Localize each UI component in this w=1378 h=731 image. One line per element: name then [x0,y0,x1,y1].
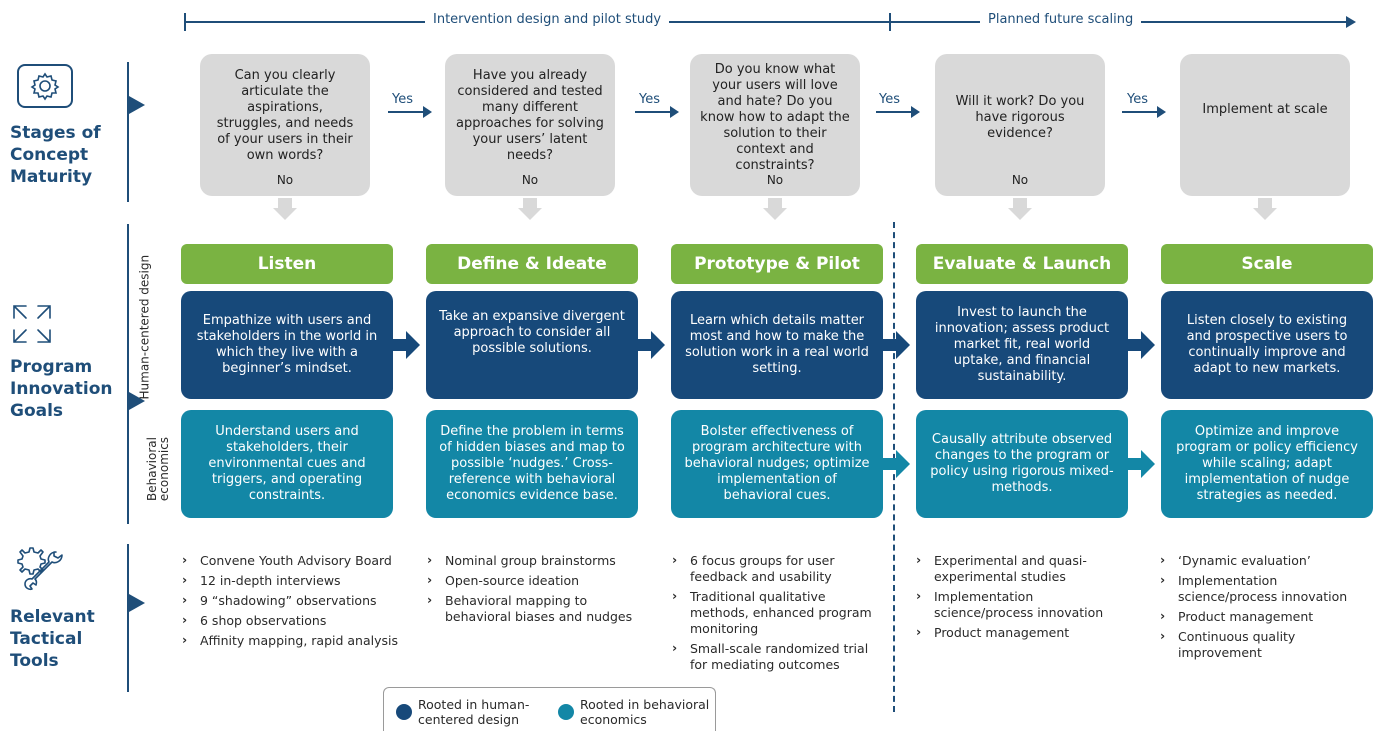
stage-listen: Listen [181,244,393,284]
section-bar-goals [127,224,129,524]
list-item: Behavioral mapping to behavioral biases … [425,592,640,625]
legend-dot-be [558,704,574,720]
goal-text: Listen closely to existing and prospecti… [1186,313,1348,376]
hcd-goal-5: Listen closely to existing and prospecti… [1161,291,1373,399]
list-item: Traditional qualitative methods, enhance… [670,588,880,637]
list-item: Affinity mapping, rapid analysis [180,632,405,649]
legend-label-be: Rooted in behavioral economics [580,697,710,727]
legend-dot-hcd [396,704,412,720]
list-item: Small-scale randomized trial for mediati… [670,640,880,673]
yes-arrow-3 [876,106,920,118]
stage-evaluate-launch: Evaluate & Launch [916,244,1128,284]
yes-label-4: Yes [1127,92,1148,107]
hcd-goal-1: Empathize with users and stakeholders in… [181,291,393,399]
question-box-5: Implement at scale [1180,54,1350,196]
goal-text: Causally attribute observed changes to t… [930,432,1114,495]
phase-pilot-label: Intervention design and pilot study [425,12,670,27]
list-item: Continuous quality improvement [1158,628,1358,661]
stage-prototype-pilot: Prototype & Pilot [671,244,883,284]
question-box-3: Do you know what your users will love an… [690,54,860,196]
row-label-be: Behavioral economics [145,436,171,502]
question-box-1: Can you clearly articulate the aspiratio… [200,54,370,196]
list-item: 6 focus groups for user feedback and usa… [670,552,880,585]
section-bar-concept [127,62,129,202]
section-pointer-goals [129,392,145,410]
list-item: Convene Youth Advisory Board [180,552,405,569]
list-item: Nominal group brainstorms [425,552,640,569]
list-item: Experimental and quasi-experimental stud… [914,552,1114,585]
tools-icon [16,544,66,594]
no-label: No [1011,173,1029,187]
goal-text: Define the problem in terms of hidden bi… [439,424,625,503]
question-text: Have you already considered and tested m… [456,68,604,163]
legend: Rooted in human-centered design Rooted i… [383,687,716,731]
phase-scaling-label: Planned future scaling [980,12,1142,27]
gear-icon [17,64,73,108]
question-text: Implement at scale [1202,102,1328,117]
stage-define-ideate: Define & Ideate [426,244,638,284]
hcd-goal-3: Learn which details matter most and how … [671,291,883,399]
no-label: No [521,173,539,187]
yes-label-2: Yes [639,92,660,107]
question-box-4: Will it work? Do you have rigorous evide… [935,54,1105,196]
question-text: Can you clearly articulate the aspiratio… [216,68,354,163]
list-item: 9 “shadowing” observations [180,592,405,609]
goal-text: Learn which details matter most and how … [685,313,869,376]
list-item: 6 shop observations [180,612,405,629]
question-text: Will it work? Do you have rigorous evide… [955,94,1085,141]
be-goal-5: Optimize and improve program or policy e… [1161,410,1373,518]
goal-text: Invest to launch the innovation; assess … [934,305,1110,384]
tools-list-scale: ‘Dynamic evaluation’ Implementation scie… [1158,552,1358,665]
goal-text: Optimize and improve program or policy e… [1176,424,1358,503]
list-item: Open-source ideation [425,572,640,589]
no-label: No [276,173,294,187]
question-box-2: Have you already considered and tested m… [445,54,615,196]
list-item: Implementation science/process innovatio… [914,588,1114,621]
yes-label-3: Yes [879,92,900,107]
be-goal-3: Bolster effectiveness of program archite… [671,410,883,518]
tools-list-prototype: 6 focus groups for user feedback and usa… [670,552,880,677]
expand-arrows-icon [10,302,54,346]
list-item: Product management [914,624,1114,641]
goal-text: Understand users and stakeholders, their… [208,424,366,503]
row-label-hcd: Human-centered design [137,254,152,400]
legend-label-hcd: Rooted in human-centered design [418,697,530,727]
list-item: 12 in-depth interviews [180,572,405,589]
tools-list-evaluate: Experimental and quasi-experimental stud… [914,552,1114,645]
be-goal-2: Define the problem in terms of hidden bi… [426,410,638,518]
section-title-tools: Relevant Tactical Tools [10,607,95,671]
section-title-concept: Stages of Concept Maturity [10,123,101,187]
list-item: Implementation science/process innovatio… [1158,572,1358,605]
goal-text: Empathize with users and stakeholders in… [196,313,378,376]
be-goal-1: Understand users and stakeholders, their… [181,410,393,518]
no-label: No [766,173,784,187]
goal-text: Take an expansive divergent approach to … [439,309,625,356]
section-pointer-tools [129,594,145,612]
section-title-goals: Program Innovation Goals [10,357,113,421]
question-text: Do you know what your users will love an… [700,62,850,173]
hcd-goal-4: Invest to launch the innovation; assess … [916,291,1128,399]
hcd-goal-2: Take an expansive divergent approach to … [426,291,638,399]
yes-label-1: Yes [392,92,413,107]
section-bar-tools [127,544,129,692]
list-item: ‘Dynamic evaluation’ [1158,552,1358,569]
tools-list-define: Nominal group brainstorms Open-source id… [425,552,640,629]
timeline-arrowhead [1346,16,1356,28]
tools-list-listen: Convene Youth Advisory Board 12 in-depth… [180,552,405,653]
yes-arrow-4 [1122,106,1166,118]
yes-arrow-2 [635,106,679,118]
list-item: Product management [1158,608,1358,625]
section-pointer-concept [129,96,145,114]
stage-scale: Scale [1161,244,1373,284]
goal-text: Bolster effectiveness of program archite… [684,424,870,503]
be-goal-4: Causally attribute observed changes to t… [916,410,1128,518]
yes-arrow-1 [388,106,432,118]
